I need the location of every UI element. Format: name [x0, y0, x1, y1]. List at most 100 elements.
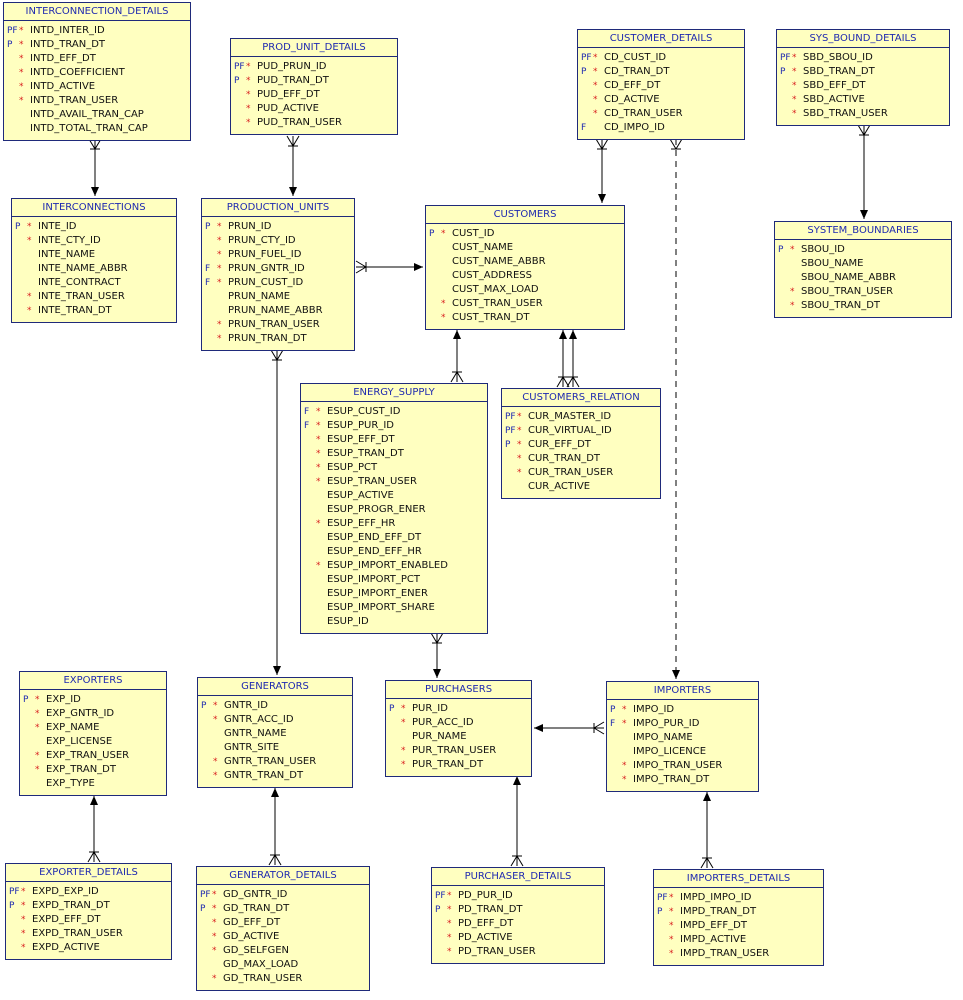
column-row[interactable]: *GNTR_ACC_ID — [198, 713, 352, 727]
column-row[interactable]: *CD_TRAN_USER — [578, 107, 744, 121]
column-row[interactable]: *PRUN_CTY_ID — [202, 234, 354, 248]
column-row[interactable]: *PRUN_TRAN_DT — [202, 332, 354, 346]
column-row[interactable]: CUST_NAME_ABBR — [426, 255, 624, 269]
column-row[interactable]: CUR_ACTIVE — [502, 480, 660, 494]
column-row[interactable]: PRUN_NAME_ABBR — [202, 304, 354, 318]
column-row[interactable]: P*PUR_ID — [386, 702, 531, 716]
column-row[interactable]: *GNTR_TRAN_DT — [198, 769, 352, 783]
column-row[interactable]: *INTD_COEFFICIENT — [4, 66, 190, 80]
column-row[interactable]: *CUR_TRAN_USER — [502, 466, 660, 480]
column-row[interactable]: P*IMPO_ID — [607, 703, 758, 717]
column-row[interactable]: INTD_TOTAL_TRAN_CAP — [4, 122, 190, 136]
column-row[interactable]: PF*CUR_MASTER_ID — [502, 410, 660, 424]
column-row[interactable]: *EXP_TRAN_USER — [20, 749, 166, 763]
column-row[interactable]: P*SBOU_ID — [775, 243, 951, 257]
column-row[interactable]: *EXPD_EFF_DT — [6, 913, 171, 927]
column-row[interactable]: *INTE_CTY_ID — [12, 234, 176, 248]
column-row[interactable]: F*IMPO_PUR_ID — [607, 717, 758, 731]
column-row[interactable]: *CD_ACTIVE — [578, 93, 744, 107]
column-row[interactable]: INTE_CONTRACT — [12, 276, 176, 290]
column-row[interactable]: *EXP_GNTR_ID — [20, 707, 166, 721]
column-row[interactable]: INTE_NAME — [12, 248, 176, 262]
column-row[interactable]: PF*CUR_VIRTUAL_ID — [502, 424, 660, 438]
column-row[interactable]: *CUST_TRAN_DT — [426, 311, 624, 325]
column-row[interactable]: *PUD_EFF_DT — [231, 88, 397, 102]
column-row[interactable]: *ESUP_TRAN_USER — [301, 475, 487, 489]
column-row[interactable]: F*ESUP_CUST_ID — [301, 405, 487, 419]
column-row[interactable]: P*INTD_TRAN_DT — [4, 38, 190, 52]
column-row[interactable]: *INTE_TRAN_DT — [12, 304, 176, 318]
column-row[interactable]: IMPO_LICENCE — [607, 745, 758, 759]
column-row[interactable]: *ESUP_PCT — [301, 461, 487, 475]
column-row[interactable]: P*CUR_EFF_DT — [502, 438, 660, 452]
column-row[interactable]: ESUP_END_EFF_HR — [301, 545, 487, 559]
column-row[interactable]: *PUD_ACTIVE — [231, 102, 397, 116]
column-row[interactable]: *CD_EFF_DT — [578, 79, 744, 93]
column-row[interactable]: *GD_TRAN_USER — [197, 972, 369, 986]
column-row[interactable]: INTD_AVAIL_TRAN_CAP — [4, 108, 190, 122]
column-row[interactable]: PF*INTD_INTER_ID — [4, 24, 190, 38]
column-row[interactable]: *INTE_TRAN_USER — [12, 290, 176, 304]
column-row[interactable]: *PD_TRAN_USER — [432, 945, 604, 959]
column-row[interactable]: CUST_MAX_LOAD — [426, 283, 624, 297]
column-row[interactable]: ESUP_IMPORT_ENER — [301, 587, 487, 601]
column-row[interactable]: PUR_NAME — [386, 730, 531, 744]
column-row[interactable]: PF*SBD_SBOU_ID — [777, 51, 949, 65]
column-row[interactable]: *PUD_TRAN_USER — [231, 116, 397, 130]
column-row[interactable]: *IMPD_TRAN_USER — [654, 947, 823, 961]
column-row[interactable]: *ESUP_IMPORT_ENABLED — [301, 559, 487, 573]
column-row[interactable]: GNTR_NAME — [198, 727, 352, 741]
column-row[interactable]: *GNTR_TRAN_USER — [198, 755, 352, 769]
column-row[interactable]: F*PRUN_GNTR_ID — [202, 262, 354, 276]
column-row[interactable]: *SBOU_TRAN_DT — [775, 299, 951, 313]
column-row[interactable]: *GD_SELFGEN — [197, 944, 369, 958]
column-row[interactable]: IMPO_NAME — [607, 731, 758, 745]
column-row[interactable]: ESUP_END_EFF_DT — [301, 531, 487, 545]
column-row[interactable]: *CUR_TRAN_DT — [502, 452, 660, 466]
column-row[interactable]: *SBD_TRAN_USER — [777, 107, 949, 121]
column-row[interactable]: EXP_LICENSE — [20, 735, 166, 749]
column-row[interactable]: P*PRUN_ID — [202, 220, 354, 234]
column-row[interactable]: *PUR_TRAN_DT — [386, 758, 531, 772]
column-row[interactable]: *INTD_EFF_DT — [4, 52, 190, 66]
column-row[interactable]: F*ESUP_PUR_ID — [301, 419, 487, 433]
column-row[interactable]: PF*GD_GNTR_ID — [197, 888, 369, 902]
column-row[interactable]: *IMPD_ACTIVE — [654, 933, 823, 947]
column-row[interactable]: PRUN_NAME — [202, 290, 354, 304]
column-row[interactable]: *PD_EFF_DT — [432, 917, 604, 931]
column-row[interactable]: *PD_ACTIVE — [432, 931, 604, 945]
column-row[interactable]: P*PUD_TRAN_DT — [231, 74, 397, 88]
column-row[interactable]: CUST_ADDRESS — [426, 269, 624, 283]
column-row[interactable]: F*PRUN_CUST_ID — [202, 276, 354, 290]
column-row[interactable]: PF*CD_CUST_ID — [578, 51, 744, 65]
column-row[interactable]: *ESUP_EFF_HR — [301, 517, 487, 531]
column-row[interactable]: PF*PD_PUR_ID — [432, 889, 604, 903]
column-row[interactable]: P*INTE_ID — [12, 220, 176, 234]
column-row[interactable]: *PRUN_TRAN_USER — [202, 318, 354, 332]
column-row[interactable]: P*CD_TRAN_DT — [578, 65, 744, 79]
column-row[interactable]: *INTD_ACTIVE — [4, 80, 190, 94]
column-row[interactable]: *SBD_ACTIVE — [777, 93, 949, 107]
column-row[interactable]: EXP_TYPE — [20, 777, 166, 791]
column-row[interactable]: SBOU_NAME — [775, 257, 951, 271]
column-row[interactable]: PF*IMPD_IMPO_ID — [654, 891, 823, 905]
column-row[interactable]: GD_MAX_LOAD — [197, 958, 369, 972]
column-row[interactable]: *EXP_NAME — [20, 721, 166, 735]
column-row[interactable]: GNTR_SITE — [198, 741, 352, 755]
column-row[interactable]: P*IMPD_TRAN_DT — [654, 905, 823, 919]
column-row[interactable]: SBOU_NAME_ABBR — [775, 271, 951, 285]
column-row[interactable]: *INTD_TRAN_USER — [4, 94, 190, 108]
column-row[interactable]: PF*EXPD_EXP_ID — [6, 885, 171, 899]
column-row[interactable]: ESUP_IMPORT_SHARE — [301, 601, 487, 615]
column-row[interactable]: P*GNTR_ID — [198, 699, 352, 713]
column-row[interactable]: *ESUP_TRAN_DT — [301, 447, 487, 461]
